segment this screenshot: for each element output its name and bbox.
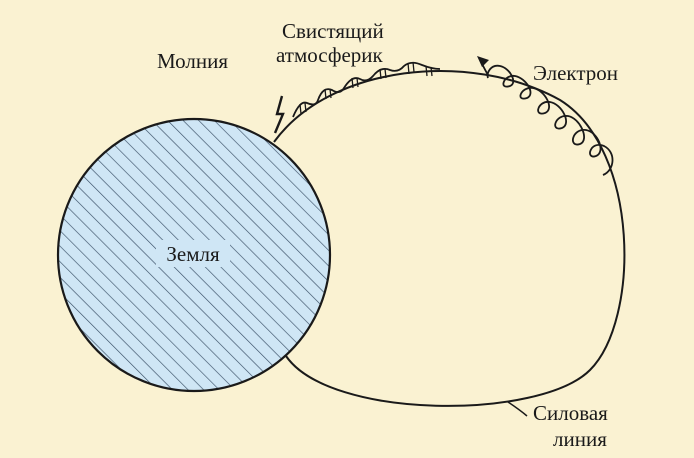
field-line-label-pointer bbox=[508, 402, 527, 416]
whistler-label-line2: атмосферик bbox=[276, 43, 384, 67]
field-line-label-line2: линия bbox=[553, 427, 607, 451]
field-line-label-line1: Силовая bbox=[533, 401, 608, 425]
electron-label: Электрон bbox=[533, 61, 618, 85]
whistler-wave bbox=[293, 62, 440, 117]
lightning-bolt-icon bbox=[275, 96, 283, 133]
lightning-label: Молния bbox=[157, 49, 228, 73]
whistler-label-line1: Свистящий bbox=[282, 19, 384, 43]
arrowhead-icon bbox=[477, 56, 489, 67]
earth-label: Земля bbox=[166, 242, 220, 266]
